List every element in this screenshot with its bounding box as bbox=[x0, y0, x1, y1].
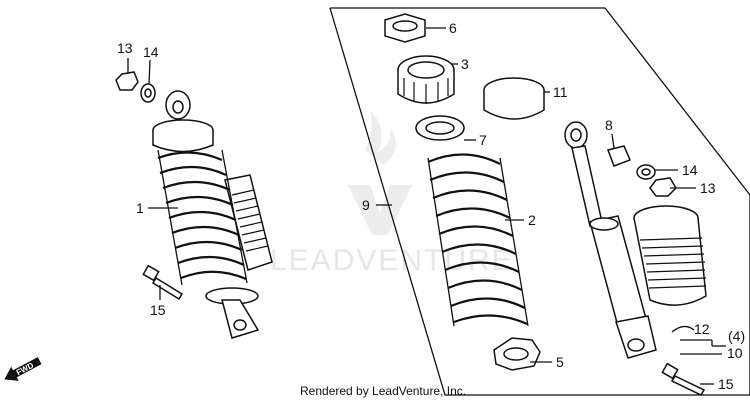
callout-4: (4) bbox=[728, 328, 745, 344]
callout-13-left: 13 bbox=[117, 40, 133, 56]
seat-ring-7 bbox=[415, 115, 465, 141]
spring-adjuster-3 bbox=[397, 55, 455, 104]
leader-lines bbox=[127, 27, 726, 385]
callout-12: 12 bbox=[694, 321, 710, 337]
collar-8 bbox=[607, 145, 631, 167]
fwd-arrow-icon: FWD bbox=[4, 357, 42, 381]
nut-13-right bbox=[649, 177, 677, 197]
watermark-text: LEADVENTURE bbox=[270, 244, 514, 277]
bolt-15-left bbox=[142, 264, 184, 301]
callout-14-left: 14 bbox=[143, 44, 159, 60]
footer-credit: Rendered by LeadVenture, Inc. bbox=[300, 384, 467, 398]
clip-12 bbox=[671, 325, 695, 333]
callout-8: 8 bbox=[605, 117, 613, 133]
washer-14-right bbox=[636, 164, 656, 180]
watermark-logo bbox=[348, 110, 412, 235]
exploded-view-boundary bbox=[329, 7, 750, 396]
callout-5: 5 bbox=[556, 354, 564, 370]
damper-body bbox=[564, 121, 657, 359]
washer-14-left bbox=[140, 83, 156, 103]
callout-7: 7 bbox=[479, 132, 487, 148]
callout-11: 11 bbox=[553, 84, 568, 100]
callout-15-right: 15 bbox=[718, 376, 734, 392]
reservoir bbox=[633, 205, 707, 306]
ring-nut-6 bbox=[384, 13, 426, 43]
lower-seat-5 bbox=[493, 337, 541, 371]
callout-13-right: 13 bbox=[700, 180, 716, 196]
callout-14-right: 14 bbox=[682, 162, 698, 178]
band-11 bbox=[483, 77, 545, 120]
callout-10: 10 bbox=[727, 345, 743, 361]
shock-assembly-left bbox=[152, 90, 273, 339]
callout-6: 6 bbox=[449, 20, 457, 36]
callout-2: 2 bbox=[528, 212, 536, 228]
callouts: 13 14 1 15 6 3 11 7 9 2 5 8 14 13 12 (4)… bbox=[117, 20, 745, 392]
bolt-15-right bbox=[661, 362, 706, 396]
callout-15-left: 15 bbox=[150, 302, 166, 318]
callout-3: 3 bbox=[461, 56, 469, 72]
spring-2 bbox=[427, 153, 529, 327]
callout-9: 9 bbox=[362, 197, 370, 213]
nut-13-left bbox=[115, 71, 139, 91]
callout-1: 1 bbox=[136, 200, 144, 216]
